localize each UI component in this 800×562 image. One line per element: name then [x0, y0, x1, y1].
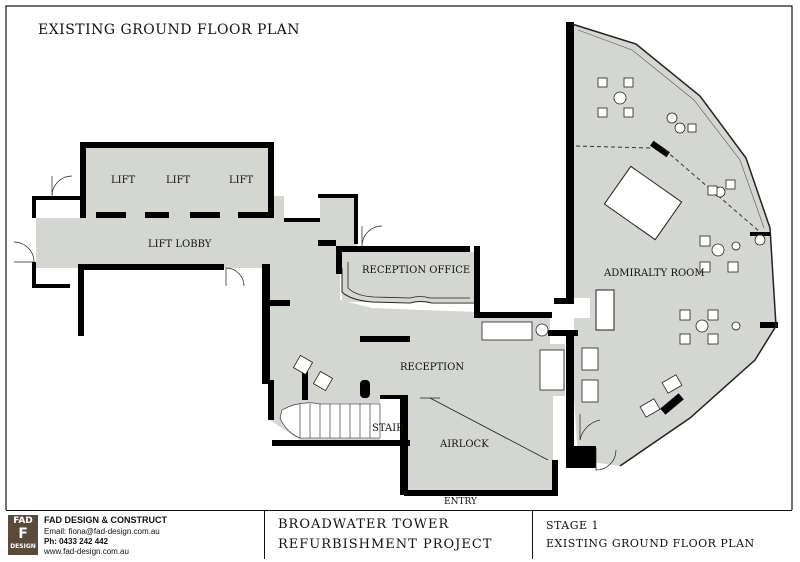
title-block-divider-1 — [264, 511, 265, 559]
fad-logo: FAD F DESIGN — [8, 515, 38, 555]
stair-treads — [279, 402, 381, 439]
title-block: FAD F DESIGN FAD DESIGN & CONSTRUCT Emai… — [6, 510, 792, 559]
admiralty-room-area — [572, 24, 776, 466]
logo-top-text: FAD — [13, 516, 33, 526]
label-admiralty-room: ADMIRALTY ROOM — [603, 268, 705, 279]
label-lift-3: LIFT — [229, 175, 254, 186]
label-lift-2: LIFT — [166, 175, 191, 186]
company-email: Email: fiona@fad-design.com.au — [44, 527, 160, 536]
logo-mark: F — [18, 526, 28, 542]
floor-plan: LIFT LIFT LIFT LIFT LOBBY RECEPTION OFFI… — [5, 5, 793, 510]
reception-office-area — [342, 252, 474, 302]
company-web: www.fad-design.com.au — [44, 547, 129, 556]
sheet-title: EXISTING GROUND FLOOR PLAN — [546, 537, 755, 550]
label-reception-office: RECEPTION OFFICE — [362, 265, 470, 276]
label-reception: RECEPTION — [400, 362, 464, 373]
project-name-line-1: BROADWATER TOWER — [278, 517, 450, 532]
plan-title: EXISTING GROUND FLOOR PLAN — [38, 22, 301, 38]
furniture — [292, 77, 766, 418]
company-name: FAD DESIGN & CONSTRUCT — [44, 515, 168, 525]
label-airlock: AIRLOCK — [439, 439, 489, 450]
stage-label: STAGE 1 — [546, 519, 600, 532]
label-stair: STAIR — [372, 423, 404, 434]
lift-lobby-area — [36, 218, 284, 268]
door-swings — [13, 175, 617, 471]
label-lift-lobby: LIFT LOBBY — [148, 239, 212, 250]
project-name-line-2: REFURBISHMENT PROJECT — [278, 537, 493, 552]
label-lift-1: LIFT — [111, 175, 136, 186]
title-block-divider-2 — [532, 511, 533, 559]
company-phone: Ph: 0433 242 442 — [44, 537, 109, 546]
walls — [32, 22, 778, 496]
airlock-area — [408, 395, 553, 493]
admiralty-table — [603, 165, 683, 241]
logo-bottom-text: DESIGN — [10, 543, 36, 550]
bar-counter — [595, 289, 615, 331]
label-entry: ENTRY — [444, 497, 478, 507]
